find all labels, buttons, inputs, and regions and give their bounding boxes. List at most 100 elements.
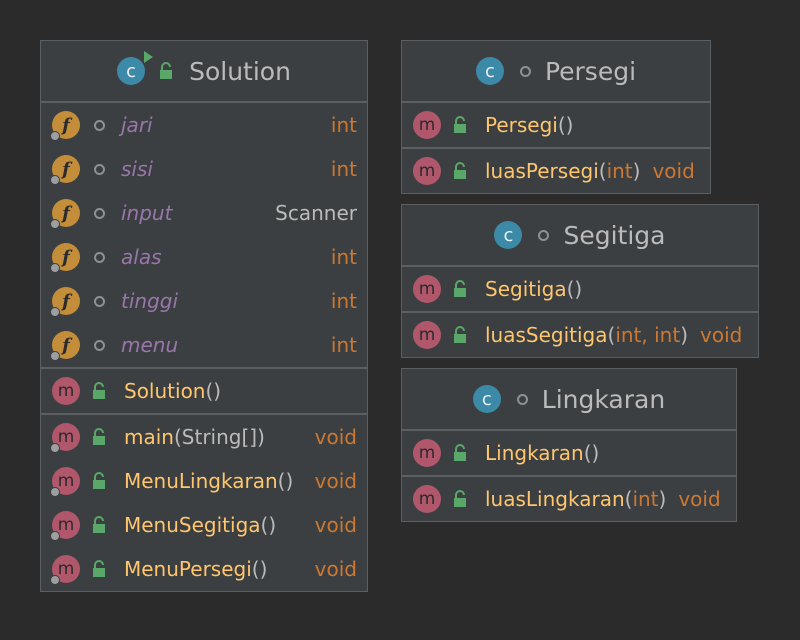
static-pin-icon [50,443,60,453]
class-icon: c [472,385,501,413]
public-lock-icon [454,444,466,461]
class-icon: c [475,57,504,85]
method-return-type: void [314,425,357,449]
static-pin-icon [50,131,60,141]
method-params: int, int [615,323,681,347]
field-icon: f [50,155,80,185]
field-row[interactable]: f menu int [41,323,367,367]
package-visibility-icon [538,229,550,241]
field-icon: f [50,287,80,317]
method-name: luasLingkaran [485,487,625,511]
method-icon: m [413,321,441,349]
static-pin-icon [50,175,60,185]
method-icon: m [50,423,80,453]
methods-section: m luasPersegi(int) void [402,149,710,193]
class-header-solution: c Solution [41,41,367,103]
field-row[interactable]: f jari int [41,103,367,147]
field-name: sisi [121,157,153,181]
field-icon: f [50,331,80,361]
method-icon: m [413,275,441,303]
method-name: luasSegitiga [485,323,608,347]
class-box-segitiga[interactable]: c Segitiga m Segitiga() m luasSegitiga(i… [401,204,759,358]
field-row[interactable]: f input Scanner [41,191,367,235]
field-name: alas [121,245,162,269]
static-pin-icon [50,487,60,497]
field-name: tinggi [121,289,179,313]
public-lock-icon [93,428,105,445]
method-icon: m [413,111,441,139]
constructor-name: Lingkaran [485,441,584,465]
class-name: Segitiga [563,220,666,250]
field-type: int [330,113,357,137]
fields-section: f jari int f sisi int f input Scanner f … [41,103,367,369]
method-row[interactable]: m main(String[]) void [41,415,367,459]
static-pin-icon [50,351,60,361]
method-name: MenuLingkaran [124,469,278,493]
method-return-type: void [652,159,695,183]
package-visibility-icon [519,65,531,77]
static-pin-icon [50,575,60,585]
field-icon: f [50,111,80,141]
method-return-type: void [678,487,721,511]
field-type: int [330,245,357,269]
method-row[interactable]: m MenuSegitiga() void [41,503,367,547]
static-pin-icon [50,263,60,273]
constructor-row[interactable]: m Persegi() [402,103,710,147]
method-row[interactable]: m MenuLingkaran() void [41,459,367,503]
method-return-type: void [700,323,743,347]
package-visibility-icon [94,163,105,175]
constructors-section: m Segitiga() [402,267,758,313]
method-return-type: void [314,557,357,581]
field-row[interactable]: f sisi int [41,147,367,191]
constructors-section: m Lingkaran() [402,431,736,477]
package-visibility-icon [516,393,528,405]
public-lock-icon [93,560,105,577]
method-icon: m [50,555,80,585]
method-name: MenuPersegi [124,557,252,581]
method-row[interactable]: m MenuPersegi() void [41,547,367,591]
runnable-icon [144,51,154,63]
public-lock-icon [93,472,105,489]
method-name: MenuSegitiga [124,513,261,537]
public-lock-icon [454,326,466,343]
public-lock-icon [93,382,105,399]
static-pin-icon [50,219,60,229]
class-box-persegi[interactable]: c Persegi m Persegi() m luasPersegi(int)… [401,40,711,194]
field-type: int [330,157,357,181]
method-params: int [632,487,659,511]
method-name: main [124,425,174,449]
constructor-row[interactable]: m Lingkaran() [402,431,736,475]
methods-section: m luasLingkaran(int) void [402,477,736,521]
constructors-section: m Persegi() [402,103,710,149]
class-box-lingkaran[interactable]: c Lingkaran m Lingkaran() m luasLingkara… [401,368,737,522]
class-icon: c [494,221,523,249]
methods-section: m luasSegitiga(int, int) void [402,313,758,357]
field-type: int [330,333,357,357]
public-lock-icon [454,280,466,297]
package-visibility-icon [94,207,105,219]
constructor-row[interactable]: m Segitiga() [402,267,758,311]
field-name: menu [121,333,179,357]
constructor-row[interactable]: m Solution() [41,369,367,413]
class-box-solution[interactable]: c Solution f jari int f sisi int f input… [40,40,368,592]
method-icon: m [52,377,80,405]
public-lock-icon [454,490,466,507]
field-row[interactable]: f tinggi int [41,279,367,323]
method-row[interactable]: m luasLingkaran(int) void [402,477,736,521]
constructor-name: Solution [124,379,206,403]
constructor-name: Persegi [485,113,558,137]
public-lock-icon [454,162,466,179]
method-row[interactable]: m luasSegitiga(int, int) void [402,313,758,357]
field-type: int [330,289,357,313]
class-name: Lingkaran [541,384,666,414]
class-header-persegi: c Persegi [402,41,710,103]
package-visibility-icon [94,251,105,263]
method-icon: m [50,467,80,497]
method-row[interactable]: m luasPersegi(int) void [402,149,710,193]
field-row[interactable]: f alas int [41,235,367,279]
method-params: String[] [181,425,258,449]
method-icon: m [413,439,441,467]
field-type: Scanner [275,201,357,225]
class-name: Solution [189,56,291,86]
public-lock-icon [454,116,466,133]
